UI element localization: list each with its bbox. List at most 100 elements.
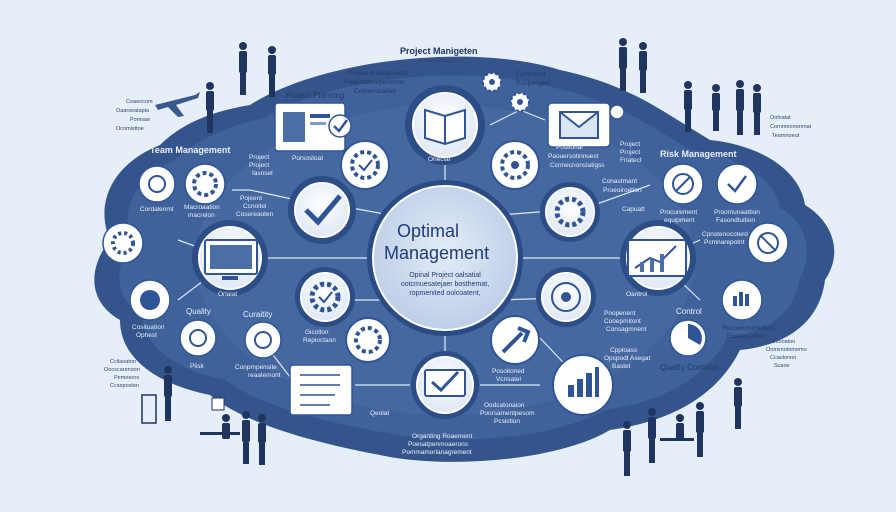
posotoned-a: Posoitoned [492, 368, 525, 375]
procurement-label: Procurement [660, 209, 698, 216]
left-node-1 [138, 165, 176, 203]
control-label: Control [676, 307, 702, 316]
people-icon [623, 402, 704, 476]
pm-label-c: Coinensbaetel [354, 88, 396, 95]
risk-r-a: Cpnstenocoterd [702, 231, 748, 238]
oodcaionaion-b: Poorsamentpesom [480, 410, 535, 417]
oantrol-label: Oantrol [626, 291, 648, 298]
oodcaionaion-a: Oodcatonaion [484, 402, 525, 409]
left-note-d: Ocomisttoe [116, 126, 144, 132]
right-node-4 [721, 279, 763, 321]
bar-chart-icon [568, 367, 599, 397]
team-sub-c: Iasnsel [252, 170, 273, 177]
gear-icon [500, 150, 530, 180]
team-sub-a: Project [249, 154, 270, 161]
people-icon [734, 378, 742, 429]
bottom-label-a: Organting Roaement [412, 433, 473, 440]
proroect-label: Porsostoat [292, 155, 324, 162]
left-node-2 [184, 163, 226, 205]
quality-control-label: Quality Contition [660, 363, 719, 372]
left-node-3 [102, 222, 144, 264]
cosituation-a: Cosituation [132, 324, 165, 331]
people-icon [239, 42, 276, 97]
left-note-b: Oaarseatapia [116, 108, 150, 114]
gicollon-a: Gicollon [305, 329, 329, 336]
optical-a: Cpploass [610, 347, 638, 354]
project-planning-label: Project Planning [286, 91, 345, 100]
proctionaction-a: Proomunaattion [714, 209, 760, 216]
envelope-icon [559, 111, 599, 139]
right-node-3 [747, 222, 789, 264]
gear-icon [350, 150, 380, 180]
risk-r-b: Pcmnarepotnt [704, 239, 745, 246]
monitor-node-left [192, 220, 268, 296]
center-sub-2: ootcmuesatejaer bosthemat, [400, 281, 490, 288]
chart-node-right [620, 220, 696, 296]
people-icon [141, 366, 172, 424]
clipboard-node [289, 364, 353, 416]
gear-icon [354, 326, 382, 354]
right-top-a: Oolnatal [770, 115, 791, 121]
gear-node-right [490, 140, 540, 190]
oriocial-label: Oriecial [428, 156, 451, 163]
oriiat-label: Orlaiat [218, 291, 238, 298]
check-icon [431, 370, 460, 393]
nodes [102, 72, 789, 419]
check-icon [333, 119, 349, 133]
cost-a: Conastmant [602, 178, 638, 185]
right-low-b: Oomsnotomemo [766, 347, 807, 353]
quality-label: Quality [186, 307, 211, 316]
right-top-c: Teamnoeut [772, 133, 800, 139]
people-icon [684, 80, 761, 135]
procent-a: Pnopenent [604, 310, 636, 317]
right-node-5 [669, 319, 707, 357]
right-low-d: Scaoe [774, 363, 790, 369]
rcarmmadient-b: Ehaaguemoo [727, 333, 766, 340]
right-low-a: Coinnioaton [766, 339, 796, 345]
positional-b: Paouersotinnuest [548, 153, 599, 160]
chart-node-bottom [552, 354, 614, 416]
check-icon [727, 175, 748, 193]
bottom-label-c: Pommamorlanagrement [402, 449, 472, 456]
clipboard-icon [300, 374, 340, 406]
pm-label-b: Paojreattemperemon [344, 79, 405, 86]
gear-node-bottom-left [345, 317, 391, 363]
cost-c: Capuatt [622, 206, 645, 213]
airplane-icon [155, 92, 200, 117]
gicollon-b: Repioctaon [303, 337, 336, 344]
wrench-node [490, 315, 540, 365]
procent-c: Consagmnent [606, 326, 647, 333]
right-top-b: Cornmeonorenat [770, 124, 812, 130]
bar-chart-icon [733, 292, 749, 306]
risk-sub-c: Fnatect [620, 157, 642, 164]
open-book-icon [424, 108, 466, 146]
wrench-icon [501, 326, 531, 354]
cordalenmt-label: Cordalenmt [140, 206, 174, 213]
bar-chart-icon [627, 239, 687, 277]
gear-small-1 [482, 72, 502, 92]
left-note-c: Pomsae [130, 117, 151, 123]
envelope-node [547, 102, 625, 148]
diagram-title-sub: Gaoy faorneagotin [418, 58, 464, 64]
compomenate-b: reaalemont [248, 372, 281, 379]
rcarmmadient-a: Recoommmadient [722, 325, 775, 332]
check-monitor-node [411, 351, 479, 419]
gear-icon [111, 231, 135, 255]
left-node-4 [129, 279, 171, 321]
gear-icon [192, 171, 218, 197]
pojeent-b: Ccnoitel [243, 203, 267, 210]
left-low-b: Oocscarenoon [104, 367, 140, 373]
top-right-label-b: Ponpesgeel [516, 80, 551, 87]
pm-label-a: Project management [348, 70, 408, 77]
gear-node-large [540, 182, 600, 242]
procurement-b: equipment [664, 217, 695, 224]
target-node [536, 267, 596, 327]
gear-icon [554, 196, 586, 228]
team-management-heading: Team Management [150, 145, 231, 155]
pojeent-a: Pojeent [240, 195, 263, 202]
macroaation-b: macrelon [188, 212, 215, 219]
left-node-5 [179, 319, 217, 357]
people-icon [206, 82, 214, 133]
left-low-a: Ccilaoaton [110, 359, 136, 365]
